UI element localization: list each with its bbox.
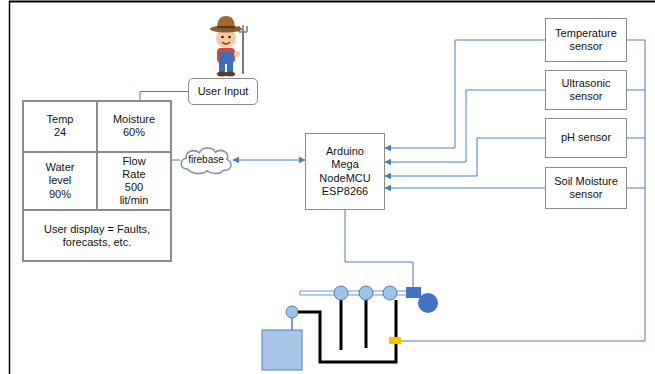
valve	[286, 306, 298, 318]
sensor-box: Ultrasonic sensor	[545, 70, 627, 110]
table-cell: Flow Rate 500 lit/min	[97, 152, 171, 211]
sensor-box: pH sensor	[545, 118, 627, 158]
drip-pipe	[365, 300, 368, 348]
display-note: User display = Faults, forecasts, etc.	[24, 221, 170, 251]
reading-value: Flow Rate 500 lit/min	[117, 153, 152, 210]
node-label: Arduino Mega NodeMCU ESP8266	[316, 143, 373, 200]
connector	[385, 188, 545, 189]
controller-box: Arduino Mega NodeMCU ESP8266	[305, 133, 385, 210]
flow-sensor	[389, 337, 401, 344]
frame-line	[9, 1, 655, 3]
frame-line	[9, 1, 11, 374]
node-label: Temperature sensor	[546, 25, 626, 55]
connector	[385, 40, 545, 148]
connector	[140, 92, 188, 101]
sensor-box: Temperature sensor	[545, 18, 627, 62]
connector	[172, 160, 180, 161]
node-label: firebase	[185, 152, 227, 168]
drip-pipe	[298, 300, 396, 362]
reading-value: Water level 90%	[43, 159, 78, 203]
sprinkler-valve	[334, 286, 348, 300]
table-grid: Temp 24 Moisture 60% Water level 90% Flow R…	[23, 101, 171, 261]
farmer-figure	[210, 16, 247, 77]
reading-value: Moisture 60%	[110, 111, 158, 141]
input-box: User Input	[188, 78, 258, 105]
sensor-box: Soil Moisture sensor	[545, 167, 627, 209]
sprinkler-valve	[383, 286, 397, 300]
cloud-node: firebase	[177, 145, 235, 175]
table-cell: Water level 90%	[23, 152, 97, 211]
node-label: User Input	[195, 83, 252, 100]
sensor-bus	[401, 40, 645, 341]
table-cell: Moisture 60%	[97, 101, 171, 152]
control-wire	[345, 210, 413, 287]
pump-motor	[418, 293, 438, 313]
drip-pipe	[340, 300, 343, 350]
tank-pipe	[291, 318, 293, 330]
table-cell: User display = Faults, forecasts, etc.	[23, 210, 171, 261]
display-table: Temp 24 Moisture 60% Water level 90% Flow R…	[22, 100, 172, 262]
connector	[385, 90, 545, 162]
table-cell: Temp 24	[23, 101, 97, 152]
water-tank	[262, 330, 302, 370]
node-label: Ultrasonic sensor	[546, 75, 626, 105]
pump-body	[406, 287, 421, 298]
node-label: pH sensor	[558, 129, 614, 146]
connector	[233, 160, 305, 161]
node-label: Soil Moisture sensor	[546, 173, 626, 203]
sprinkler-valve	[359, 286, 373, 300]
reading-value: Temp 24	[44, 111, 77, 141]
connector	[385, 138, 545, 176]
